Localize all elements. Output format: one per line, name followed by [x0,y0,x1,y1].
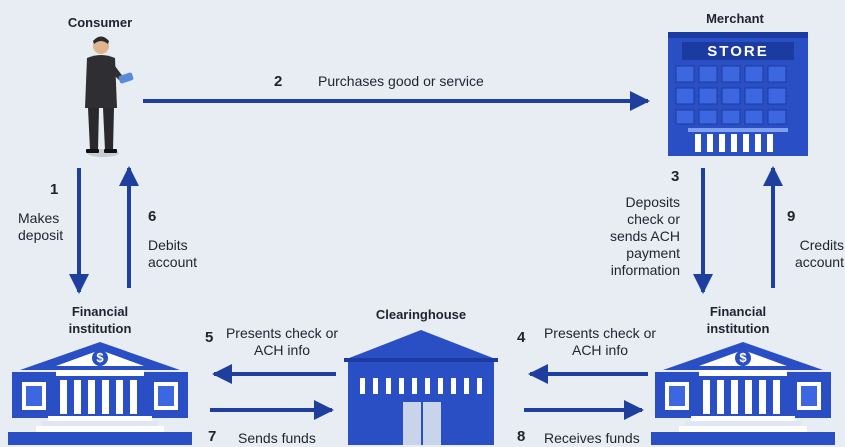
step-4-text: Presents check or ACH info [543,325,657,358]
step-8-number: 8 [517,428,526,445]
step-1-number: 1 [50,181,59,198]
step-3-text: Deposits check or sends ACH payment info… [609,194,680,278]
step-5-number: 5 [205,329,214,346]
clearinghouse-building [344,330,498,445]
step-5-text: Presents check or ACH info [225,325,339,358]
step-8-text: Receives funds [544,430,640,446]
consumer-label: Consumer [67,15,133,30]
store-building [668,32,808,156]
bank-left-dollar-icon: $ [96,350,104,365]
arrows [69,91,783,420]
step-7-text: Sends funds [238,430,316,446]
step-1-text: Makes deposit [18,210,64,243]
step-6-text: Debits account [148,237,198,270]
step-9-text: Credits account [794,237,844,270]
step-9-number: 9 [787,208,796,225]
store-sign: STORE [707,43,769,60]
step-7-number: 7 [208,428,217,445]
step-4-number: 4 [517,329,526,346]
fi-left-label: Financial institution [68,304,132,336]
clearinghouse-label: Clearinghouse [375,307,467,322]
bank-left [8,342,192,445]
fi-right-label: Financial institution [706,304,770,336]
step-3-number: 3 [671,168,680,185]
bank-right [651,342,835,445]
step-2-text: Purchases good or service [318,73,484,89]
merchant-label: Merchant [706,11,764,26]
step-6-number: 6 [148,208,157,225]
step-2-number: 2 [274,73,283,90]
consumer-figure [85,36,134,157]
bank-right-dollar-icon: $ [739,350,747,365]
